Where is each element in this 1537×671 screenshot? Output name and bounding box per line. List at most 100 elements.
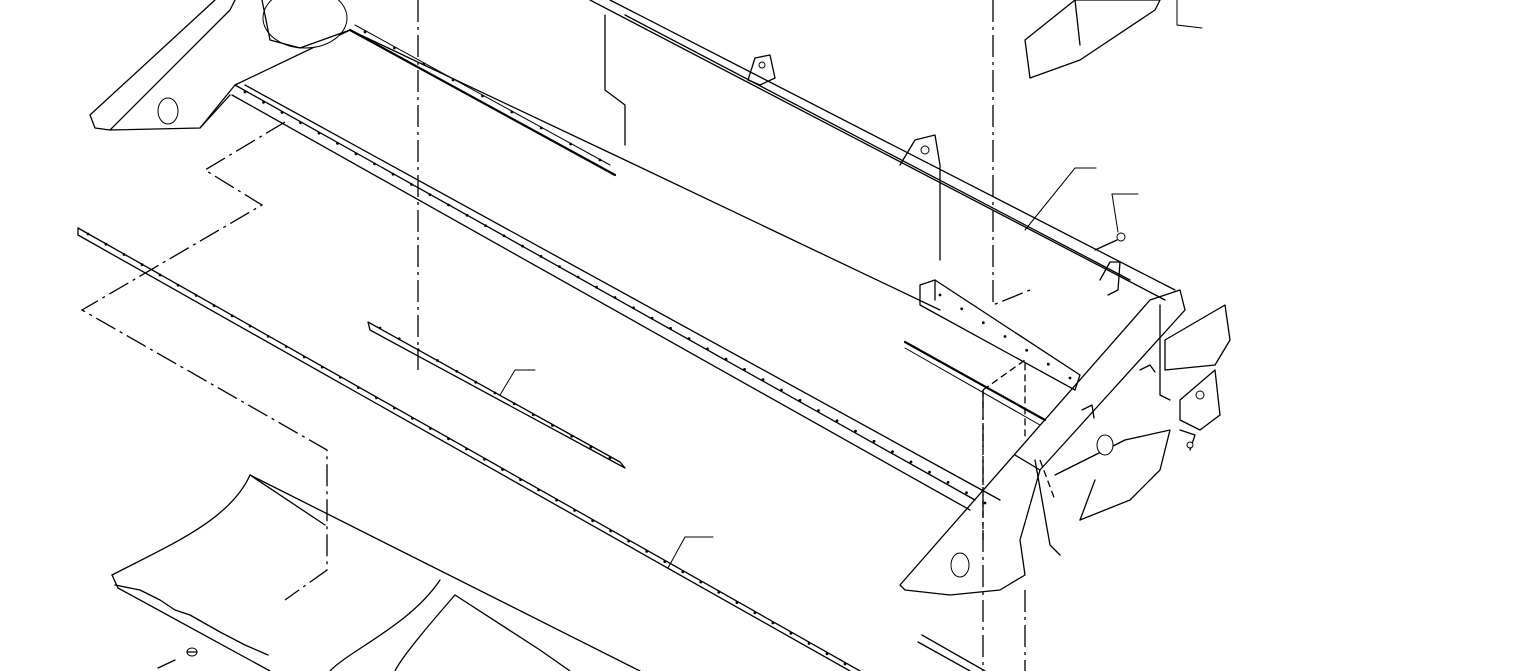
bolt-and-washer [157, 647, 198, 669]
left-end-plate [89, 0, 351, 131]
rail-front-hole [501, 468, 504, 471]
upper-strip-hole [422, 62, 426, 66]
mounting-lug-3 [1099, 261, 1121, 296]
strip-middle-hole [493, 391, 497, 395]
strip-middle-hole [551, 424, 554, 427]
rail-upper-hole [484, 224, 487, 228]
rail-front-hole [573, 509, 576, 512]
rail-front-hole [86, 232, 90, 236]
rail-front-hole [212, 304, 216, 308]
rail-upper-hole [391, 172, 395, 176]
hex-nut [1094, 232, 1126, 251]
rail-upper-hole [891, 450, 894, 453]
right-end-plate-hole [950, 552, 970, 578]
rail-upper-hole [909, 460, 913, 464]
upper-strip-hole [539, 126, 543, 130]
rail-upper-hole [262, 100, 265, 104]
leader-lines [499, 0, 1203, 569]
upper-right-chute-panel [1024, 0, 1161, 79]
bracket-hole [1046, 362, 1050, 366]
upper-strip-hole [481, 94, 484, 98]
rail-front-hole [843, 662, 847, 666]
right-angle-bracket [919, 279, 1081, 391]
rail-front-hole [158, 273, 162, 277]
leader-line-1 [499, 369, 536, 396]
bracket-hole [1003, 335, 1007, 338]
rail-front-hole [447, 437, 450, 441]
bracket-hole [938, 293, 942, 297]
rail-upper-hole [465, 213, 469, 217]
rail-front-hole [465, 447, 468, 451]
right-end-plate [899, 289, 1231, 596]
rail-upper-hole [946, 481, 950, 484]
rail-front-hole [771, 621, 775, 625]
strip-middle-hole [397, 337, 401, 341]
rail-front-hole [609, 529, 613, 533]
rail-upper-hole [724, 357, 728, 361]
rail-upper-hole [613, 296, 617, 299]
rail-front-hole [699, 580, 703, 584]
strip-middle-hole [589, 445, 593, 449]
rail-front-hole [663, 560, 667, 563]
rail-upper-hole [595, 285, 598, 289]
upper-strip-hole [569, 142, 572, 146]
upper-strip-hole [393, 46, 396, 50]
rail-front-hole [753, 611, 757, 615]
rail-front-hole [645, 550, 649, 553]
rail-front-hole [375, 396, 378, 400]
rail-front-hole [122, 253, 126, 256]
rail-front-hole [248, 324, 252, 328]
rail-upper-hole [687, 337, 691, 340]
upper-strip-hole [510, 110, 514, 114]
rail-upper-hole [798, 398, 802, 402]
rail-upper-hole [706, 347, 709, 351]
short-wear-strip-right [903, 340, 1047, 426]
upper-strip-hole [598, 158, 602, 162]
rail-upper-hole [576, 275, 580, 279]
rail-front-hole [429, 427, 432, 430]
rail-front-hole [627, 539, 631, 543]
rail-upper-hole [835, 419, 839, 423]
lower-left-curved-shield [111, 474, 641, 671]
rail-upper-hole [928, 470, 931, 474]
end-plate-large-opening [262, 0, 348, 49]
rail-upper-hole [354, 152, 358, 156]
upper-strip-hole [451, 78, 455, 82]
strip-middle-hole [474, 380, 478, 384]
rail-front-hole [807, 642, 811, 645]
rail-upper-hole [373, 162, 376, 166]
main-frame-upper-tube [349, 0, 1176, 311]
rail-upper-hole [317, 131, 321, 135]
strip-middle-hole [570, 434, 574, 438]
end-plate-hole [157, 97, 179, 125]
rail-upper-hole [539, 255, 543, 258]
rail-front-hole [555, 498, 558, 502]
rail-upper-hole [558, 265, 561, 269]
rail-upper-hole [336, 142, 339, 145]
bracket-hole [981, 321, 985, 325]
dashed-reference-lines [982, 358, 1056, 540]
rail-front-hole [194, 294, 198, 297]
rail-upper-hole [650, 316, 654, 320]
rail-upper-hole [965, 491, 968, 495]
rail-front-hole [176, 283, 180, 287]
rail-front-hole [411, 416, 414, 420]
rail-front-hole [338, 375, 342, 379]
short-wear-strip-middle [367, 321, 626, 469]
strip-middle-hole [378, 326, 382, 330]
rail-upper-hole [280, 111, 284, 114]
bracket-hole [1025, 348, 1029, 352]
bracket-hole [960, 307, 964, 311]
strip-middle-hole [416, 348, 420, 352]
bracket-hole [1068, 376, 1072, 380]
rail-front-hole [140, 263, 144, 267]
strip-middle-hole [512, 402, 516, 406]
leader-line-4 [1111, 193, 1139, 233]
rail-upper-hole [428, 193, 432, 197]
rail-front-hole [284, 345, 288, 348]
rail-upper-hole [780, 388, 783, 392]
rail-front-hole [537, 488, 540, 492]
rail-front-hole [393, 406, 396, 410]
